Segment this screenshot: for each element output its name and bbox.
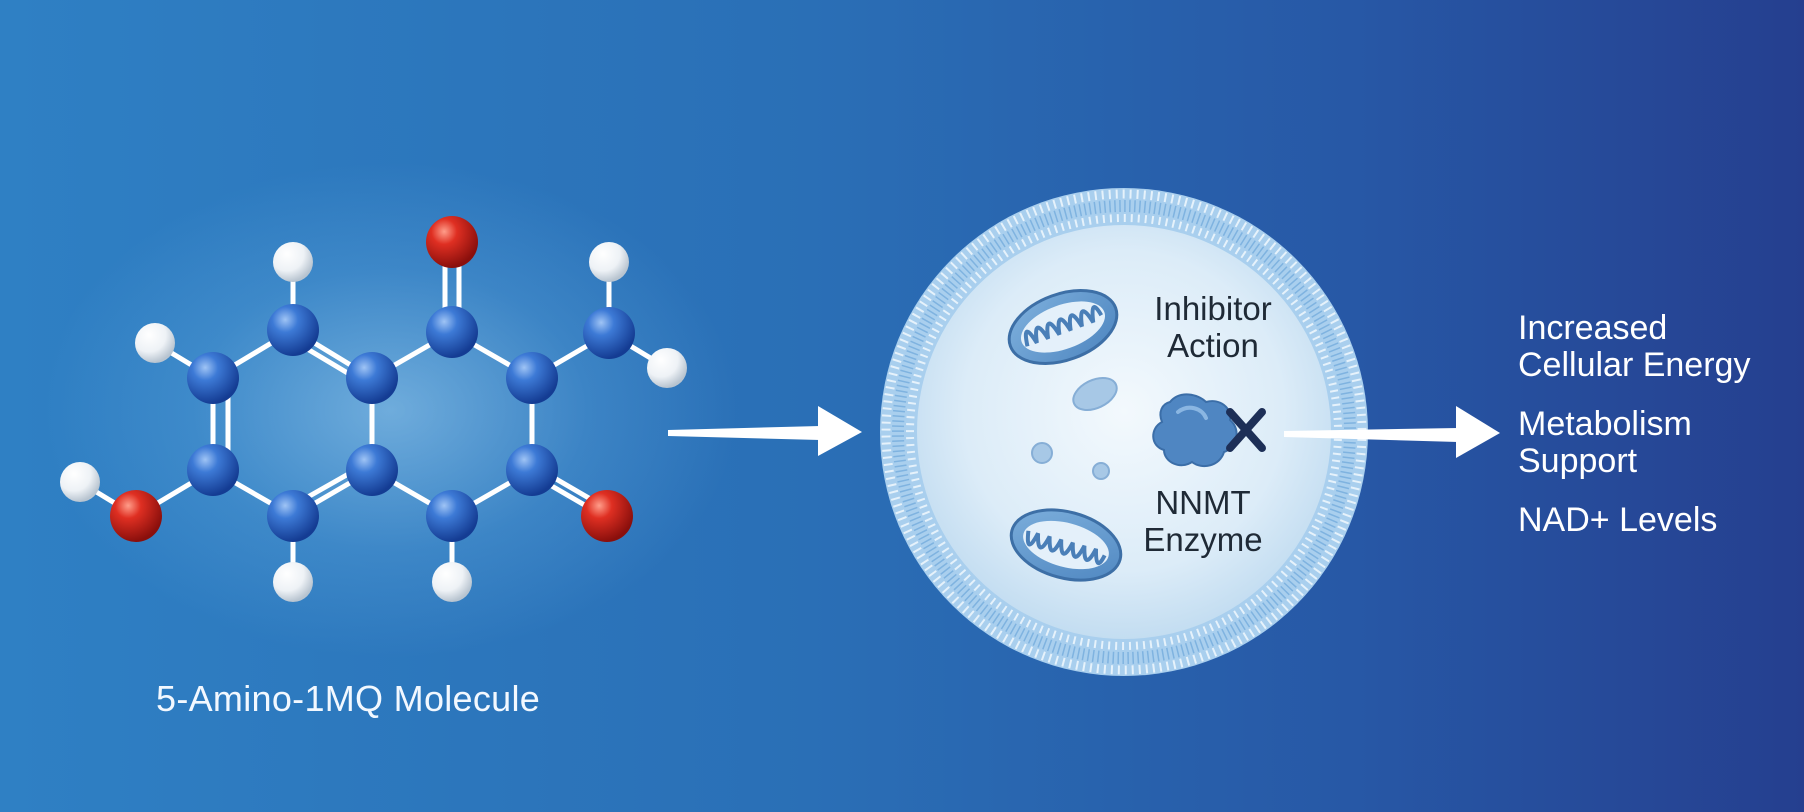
hydrogen-atom bbox=[135, 323, 175, 363]
oxygen-atom bbox=[426, 216, 478, 268]
effect-item: Increased Cellular Energy bbox=[1518, 309, 1751, 384]
enzyme-highlight bbox=[1176, 405, 1208, 420]
carbon-atom bbox=[506, 444, 558, 496]
hydrogen-atom bbox=[432, 562, 472, 602]
carbon-atom bbox=[426, 306, 478, 358]
mitochondrion-icon bbox=[1009, 508, 1123, 582]
arrow-to-effects bbox=[1284, 406, 1500, 458]
mitochondrion-icon bbox=[1007, 289, 1119, 365]
carbon-atom bbox=[426, 490, 478, 542]
arrow-to-cell bbox=[668, 406, 862, 456]
nnmt-enzyme-label: NNMT Enzyme bbox=[1143, 484, 1263, 558]
oxygen-atom bbox=[581, 490, 633, 542]
cell-interior bbox=[917, 225, 1331, 639]
hydrogen-atom bbox=[273, 242, 313, 282]
hydrogen-atom bbox=[647, 348, 687, 388]
carbon-atom bbox=[187, 444, 239, 496]
effect-item: NAD+ Levels bbox=[1518, 501, 1718, 539]
oxygen-atom bbox=[110, 490, 162, 542]
carbon-atom bbox=[267, 304, 319, 356]
hydrogen-atom bbox=[589, 242, 629, 282]
inhibitor-action-label: Inhibitor Action bbox=[1154, 290, 1272, 364]
carbon-atom bbox=[187, 352, 239, 404]
vesicle-icon bbox=[1092, 462, 1110, 480]
carbon-atom bbox=[267, 490, 319, 542]
hydrogen-atom bbox=[273, 562, 313, 602]
molecule-label: 5-Amino-1MQ Molecule bbox=[156, 678, 541, 719]
nitrogen-atom bbox=[583, 307, 635, 359]
effects-list: Increased Cellular Energy Metabolism Sup… bbox=[1518, 310, 1788, 561]
vesicle-icon bbox=[1031, 442, 1053, 464]
carbon-atom bbox=[506, 352, 558, 404]
molecule-structure bbox=[60, 216, 687, 602]
carbon-atom bbox=[346, 444, 398, 496]
carbon-atom bbox=[346, 352, 398, 404]
effect-item: Metabolism Support bbox=[1518, 405, 1692, 480]
hydrogen-atom bbox=[60, 462, 100, 502]
vesicle-icon bbox=[1072, 377, 1118, 411]
enzyme-icon bbox=[1152, 393, 1238, 468]
inhibit-x-icon bbox=[1226, 408, 1266, 452]
molecule-bonds bbox=[77, 239, 670, 585]
